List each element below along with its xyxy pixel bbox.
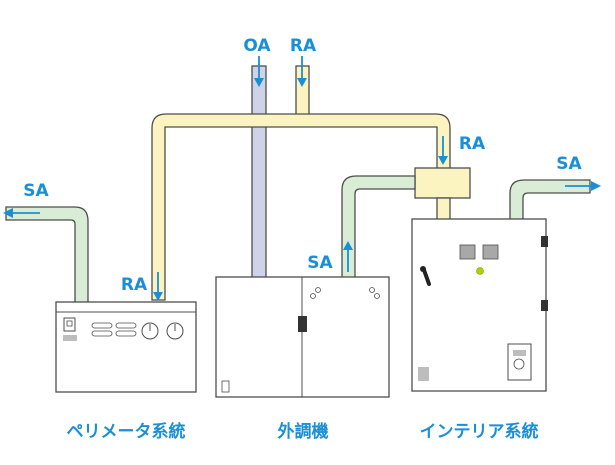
hinge-icon	[310, 287, 380, 299]
door-handle	[298, 316, 307, 332]
sa-duct-interior	[509, 179, 591, 221]
arrow-ra-perimeter	[153, 272, 163, 301]
label-ra-junction: RA	[459, 134, 486, 154]
indicator-light	[476, 267, 484, 275]
label-interior-system: インテリア系統	[420, 421, 539, 442]
arrow-sa-right	[565, 181, 601, 191]
dial-icon	[166, 322, 184, 340]
lever-icon	[420, 266, 431, 286]
sa-duct-perimeter	[5, 206, 89, 304]
label-ra-perimeter: RA	[121, 275, 148, 295]
label-sa-right: SA	[556, 154, 582, 174]
arrow-ra-junction	[438, 136, 448, 165]
ahu-unit	[215, 276, 390, 398]
panel-button	[459, 244, 476, 260]
label-oa-top: OA	[243, 36, 271, 56]
arrow-sa-ahu	[343, 241, 353, 272]
perimeter-unit	[55, 301, 197, 393]
label-ra-top: RA	[290, 36, 317, 56]
label-sa-left: SA	[23, 181, 49, 201]
arrow-sa-left	[3, 208, 40, 218]
dial-icon	[141, 322, 159, 340]
arrow-ra-out	[297, 56, 307, 87]
label-ahu: 外調機	[278, 421, 329, 442]
panel-button	[482, 244, 499, 260]
arrow-oa-in	[254, 56, 264, 87]
sa-duct-ahu	[341, 175, 416, 279]
interior-unit	[411, 218, 548, 392]
slot-buttons	[91, 322, 137, 337]
switch-icon	[507, 343, 532, 381]
oa-duct	[251, 65, 267, 279]
label-perimeter-system: ペリメータ系統	[67, 421, 186, 442]
label-sa-ahu: SA	[307, 253, 333, 273]
switch-icon	[63, 317, 76, 332]
